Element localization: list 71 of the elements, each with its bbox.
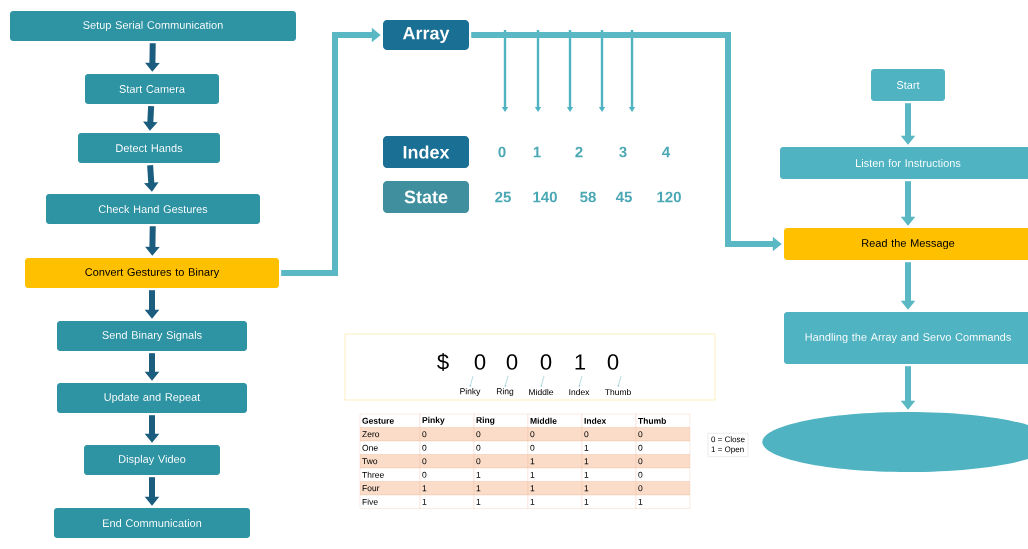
table-cell: 0 bbox=[419, 467, 475, 482]
table-header-cell: Ring bbox=[473, 413, 529, 428]
table-cell: 0 bbox=[419, 440, 475, 455]
table-cell: 1 bbox=[581, 454, 637, 469]
table-header-cell: Middle bbox=[527, 413, 583, 428]
table-cell: 0 bbox=[473, 454, 529, 469]
label-box: Array bbox=[383, 20, 469, 50]
state-value: 58 bbox=[580, 191, 596, 203]
highlighted-process-box: Convert Gestures to Binary bbox=[25, 258, 279, 288]
table-cell: 0 bbox=[527, 427, 583, 442]
table-cell: 1 bbox=[527, 467, 583, 482]
index-number: 4 bbox=[662, 146, 671, 158]
table-cell: 0 bbox=[635, 454, 691, 469]
table-cell: 0 bbox=[635, 481, 691, 496]
process-box: Send Binary Signals bbox=[57, 321, 247, 351]
table-cell: 0 bbox=[635, 467, 691, 482]
table-header-cell: Thumb bbox=[635, 413, 691, 428]
table-cell: Five bbox=[359, 494, 421, 509]
table-cell: Zero bbox=[359, 427, 421, 442]
table-cell: 1 bbox=[527, 494, 583, 509]
table-cell: 1 bbox=[527, 481, 583, 496]
table-cell: 0 bbox=[527, 440, 583, 455]
arrow bbox=[281, 27, 381, 276]
table-header-cell: Index bbox=[581, 413, 637, 428]
process-box: Display Video bbox=[84, 445, 220, 475]
table-cell: 1 bbox=[473, 467, 529, 482]
table-cell: 1 bbox=[635, 494, 691, 509]
label-box: State bbox=[383, 181, 469, 213]
table-cell: Three bbox=[359, 467, 421, 482]
process-box: Setup Serial Communication bbox=[10, 11, 296, 41]
table-cell: One bbox=[359, 440, 421, 455]
index-number: 3 bbox=[619, 146, 627, 158]
table-cell: Four bbox=[359, 481, 421, 496]
process-box: Detect Hands bbox=[78, 133, 220, 163]
table-cell: 1 bbox=[473, 494, 529, 509]
table-header-cell: Pinky bbox=[419, 413, 475, 428]
table-cell: Two bbox=[359, 454, 421, 469]
state-value: 140 bbox=[533, 191, 557, 203]
table-cell: 0 bbox=[635, 440, 691, 455]
table-cell: 0 bbox=[419, 454, 475, 469]
index-number: 2 bbox=[575, 146, 583, 158]
table-cell: 1 bbox=[581, 467, 637, 482]
table-header-cell: Gesture bbox=[359, 413, 421, 428]
process-box: End Communication bbox=[54, 508, 250, 538]
table-cell: 0 bbox=[581, 427, 637, 442]
table-cell: 0 bbox=[419, 427, 475, 442]
process-box: Check Hand Gestures bbox=[46, 194, 260, 224]
process-box: Update and Repeat bbox=[57, 383, 247, 413]
process-box: Handling the Array and Servo Commands bbox=[784, 312, 1028, 364]
state-value: 45 bbox=[615, 191, 632, 203]
state-value: 25 bbox=[495, 191, 511, 203]
table-cell: 1 bbox=[419, 481, 475, 496]
table-cell: 1 bbox=[581, 494, 637, 509]
state-value: 120 bbox=[657, 191, 681, 203]
table-cell: 1 bbox=[419, 494, 475, 509]
table-cell: 1 bbox=[527, 454, 583, 469]
highlighted-process-box: Read the Message bbox=[784, 228, 1028, 260]
table-cell: 1 bbox=[581, 481, 637, 496]
table-cell: 0 bbox=[473, 427, 529, 442]
index-number: 0 bbox=[498, 146, 506, 158]
process-box: Start Camera bbox=[85, 74, 219, 104]
process-box: Start bbox=[871, 69, 945, 101]
key-box: 0 = Close 1 = Open bbox=[707, 433, 749, 457]
table-cell: 1 bbox=[581, 440, 637, 455]
table-cell: 0 bbox=[473, 440, 529, 455]
table-cell: 0 bbox=[635, 427, 691, 442]
binary-message-box: $ 0 0 0 1 0 Pinky Ring Middle Index Thumb bbox=[344, 333, 716, 401]
label-box: Index bbox=[383, 136, 469, 168]
process-box: Listen for Instructions bbox=[780, 147, 1028, 179]
table-cell: 1 bbox=[473, 481, 529, 496]
index-number: 1 bbox=[533, 146, 541, 158]
